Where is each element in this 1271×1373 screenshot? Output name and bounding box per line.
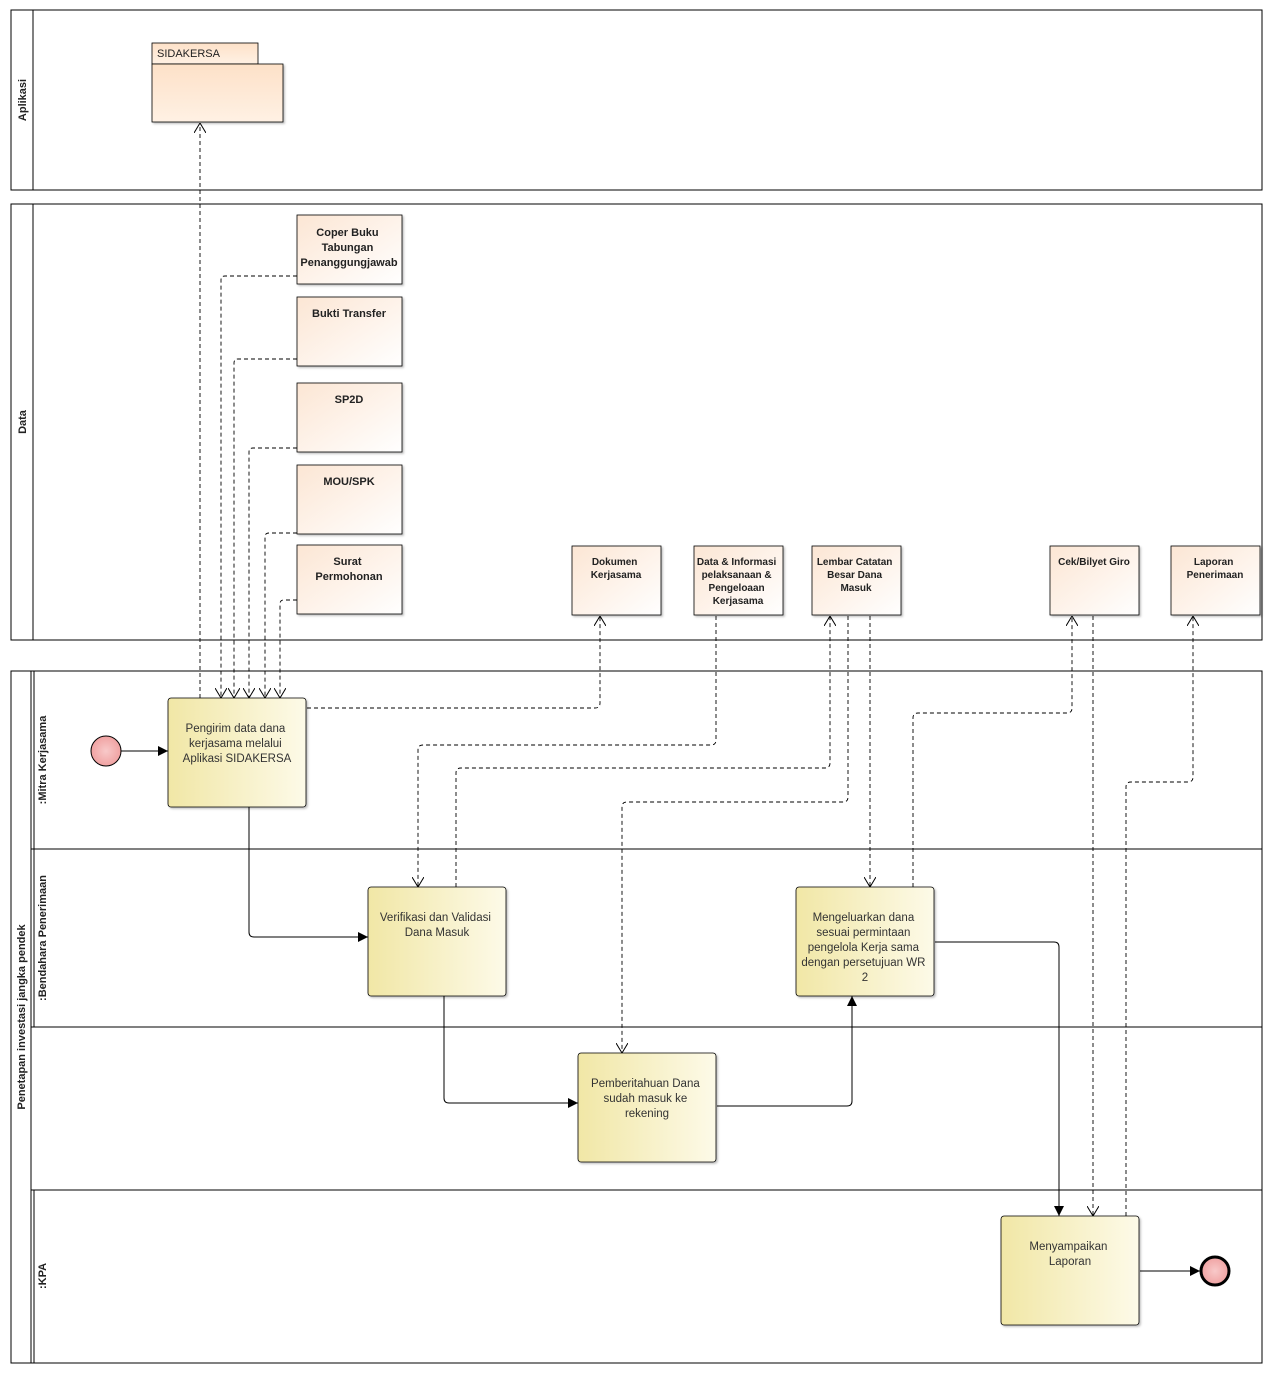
assoc-mou-to-pengirim	[265, 532, 297, 698]
pemberitahuan-line-2: sudah masuk ke	[604, 1093, 688, 1105]
pool-aplikasi-label: Aplikasi	[17, 79, 29, 121]
svg-text:MOU/SPK: MOU/SPK	[323, 476, 374, 488]
data-object-mou-spk[interactable]: MOU/SPK	[296, 464, 403, 535]
sp2d-line-1: SP2D	[335, 394, 364, 406]
svg-text:Dokumen Kerjasama: Dokumen Kerjasama	[591, 557, 642, 581]
activity-verifikasi-validasi[interactable]: Verifikasi dan Validasi Dana Masuk	[367, 886, 507, 997]
mou-line-1: MOU/SPK	[323, 476, 374, 488]
mengeluarkan-line-5: 2	[862, 972, 868, 984]
lane-bendahara-penerimaan: :Bendahara Penerimaan	[30, 848, 1263, 1028]
svg-text:Menyampaikan Laporan: Menyampaikan Laporan	[1029, 1241, 1110, 1268]
svg-text:Pengirim data dana ker: Pengirim data dana kerjasama melalui Apl…	[183, 723, 292, 765]
datainfo-line-3: Pengeloaan	[709, 583, 765, 594]
data-object-sp2d[interactable]: SP2D	[296, 382, 403, 453]
surat-line-2: Permohonan	[315, 571, 383, 583]
menyampaikan-line-1: Menyampaikan	[1029, 1241, 1107, 1253]
data-associations	[200, 123, 1193, 1216]
data-object-cek-bilyet-giro[interactable]: Cek/Bilyet Giro	[1049, 545, 1140, 616]
package-sidakersa[interactable]: SIDAKERSA	[151, 42, 284, 123]
assoc-sp2d-to-pengirim	[249, 447, 297, 698]
pemberitahuan-line-1: Pemberitahuan Dana	[591, 1078, 700, 1090]
cek-line-1: Cek/Bilyet Giro	[1058, 557, 1130, 568]
pengirim-line-1: Pengirim data dana	[186, 723, 286, 735]
pool-aplikasi: Aplikasi	[10, 9, 1263, 191]
data-object-data-informasi[interactable]: Data & Informasi pelaksanaan & Pengeloaa…	[693, 545, 784, 616]
lembar-line-2: Besar Dana	[827, 570, 882, 581]
data-object-lembar-catatan[interactable]: Lembar Catatan Besar Dana Masuk	[811, 545, 902, 616]
assoc-datainfo-to-verifikasi	[418, 616, 717, 887]
menyampaikan-line-2: Laporan	[1049, 1256, 1091, 1268]
datainfo-line-4: Kerjasama	[713, 596, 764, 607]
pool-process: Penetapan investasi jangka pendek :Mitra…	[10, 670, 1263, 1364]
svg-text:Lembar Catatan Besar D: Lembar Catatan Besar Dana Masuk	[817, 557, 895, 594]
laporan-line-2: Penerimaan	[1187, 570, 1244, 581]
datainfo-line-1: Data & Informasi	[697, 557, 777, 568]
dokumen-line-2: Kerjasama	[591, 570, 642, 581]
activity-pemberitahuan-dana[interactable]: Pemberitahuan Dana sudah masuk ke rekeni…	[577, 1052, 717, 1163]
mengeluarkan-line-3: pengelola Kerja sama	[808, 942, 920, 954]
verifikasi-line-2: Dana Masuk	[405, 927, 470, 939]
svg-text:Mengeluarkan dana sesu: Mengeluarkan dana sesuai permintaan peng…	[801, 912, 928, 984]
lane-mitra-label: :Mitra Kerjasama	[37, 715, 49, 805]
assoc-bukti-to-pengirim	[234, 358, 297, 698]
svg-text:Bukti Transfer: Bukti Transfer	[312, 308, 387, 320]
mengeluarkan-line-2: sesuai permintaan	[816, 927, 910, 939]
assoc-mengeluarkan-to-cek	[912, 616, 1072, 887]
bukti-line-1: Bukti Transfer	[312, 308, 387, 320]
verifikasi-line-1: Verifikasi dan Validasi	[380, 912, 491, 924]
mengeluarkan-line-4: dengan persetujuan WR	[801, 957, 925, 969]
lane-bendahara-label: :Bendahara Penerimaan	[37, 875, 49, 1001]
sequence-flows	[121, 746, 1200, 1276]
lane-kpa-label: :KPA	[37, 1263, 49, 1289]
pool-data-label: Data	[17, 409, 29, 434]
svg-text:SP2D: SP2D	[335, 394, 364, 406]
data-objects: Coper Buku Tabungan Penanggungjawab Bukt…	[296, 214, 1261, 616]
assoc-surat-to-pengirim	[280, 599, 297, 698]
svg-text:Laporan Penerimaan: Laporan Penerimaan	[1187, 557, 1244, 581]
pemberitahuan-line-3: rekening	[625, 1108, 669, 1120]
end-event[interactable]	[1199, 1255, 1231, 1287]
assoc-menyampaikan-to-laporan	[1125, 616, 1193, 1216]
flow-pemberitahuan-to-mengeluarkan	[717, 996, 857, 1107]
start-event[interactable]	[90, 735, 122, 767]
coper-line-2: Tabungan	[322, 242, 374, 254]
assoc-pengirim-to-dokumen	[307, 616, 600, 709]
activities: Pengirim data dana kerjasama melalui Apl…	[167, 697, 1140, 1326]
lembar-line-3: Masuk	[840, 583, 872, 594]
assoc-lembar-to-pemberitahuan	[622, 616, 849, 1053]
pengirim-line-2: kerjasama melalui	[189, 738, 282, 750]
data-object-laporan-penerimaan[interactable]: Laporan Penerimaan	[1170, 545, 1261, 616]
pengirim-line-3: Aplikasi SIDAKERSA	[183, 753, 292, 765]
activity-pengirim-data[interactable]: Pengirim data dana kerjasama melalui Apl…	[167, 697, 307, 808]
svg-text:Pemberitahuan Dana sud: Pemberitahuan Dana sudah masuk ke rekeni…	[591, 1078, 703, 1120]
flow-verifikasi-to-pemberitahuan	[443, 996, 578, 1108]
svg-text:Data & Informasi pelak: Data & Informasi pelaksanaan & Pengeloaa…	[697, 557, 779, 607]
lembar-line-1: Lembar Catatan	[817, 557, 893, 568]
pool-process-label: Penetapan investasi jangka pendek	[16, 924, 28, 1110]
flow-mengeluarkan-to-menyampaikan	[935, 941, 1064, 1216]
data-object-coper-buku[interactable]: Coper Buku Tabungan Penanggungjawab	[296, 214, 403, 285]
svg-text:Surat Permohonan: Surat Permohonan	[315, 556, 383, 583]
coper-line-1: Coper Buku	[316, 227, 378, 239]
surat-line-1: Surat	[333, 556, 361, 568]
datainfo-line-2: pelaksanaan &	[702, 570, 772, 581]
assoc-coper-to-pengirim	[221, 275, 297, 698]
pool-data: Data	[10, 203, 1263, 641]
svg-text:Coper Buku Tabungan: Coper Buku Tabungan Penanggungjawab	[300, 227, 397, 269]
lane-kpa: :KPA	[30, 1189, 1263, 1364]
data-object-bukti-transfer[interactable]: Bukti Transfer	[296, 296, 403, 367]
flow-pengirim-to-verifikasi	[248, 807, 368, 942]
dokumen-line-1: Dokumen	[592, 557, 638, 568]
activity-menyampaikan-laporan[interactable]: Menyampaikan Laporan	[1000, 1215, 1140, 1326]
activity-mengeluarkan-dana[interactable]: Mengeluarkan dana sesuai permintaan peng…	[795, 886, 935, 997]
package-label: SIDAKERSA	[157, 48, 221, 60]
mengeluarkan-line-1: Mengeluarkan dana	[813, 912, 915, 924]
assoc-verifikasi-to-lembar	[455, 616, 830, 887]
data-object-dokumen-kerjasama[interactable]: Dokumen Kerjasama	[571, 545, 662, 616]
data-object-surat-permohonan[interactable]: Surat Permohonan	[296, 544, 403, 615]
laporan-line-1: Laporan	[1194, 557, 1233, 568]
svg-text:Verifikasi dan Validasi: Verifikasi dan Validasi Dana Masuk	[380, 912, 494, 939]
coper-line-3: Penanggungjawab	[300, 257, 397, 269]
svg-text:Cek/Bilyet Giro: Cek/Bilyet Giro	[1058, 557, 1130, 568]
